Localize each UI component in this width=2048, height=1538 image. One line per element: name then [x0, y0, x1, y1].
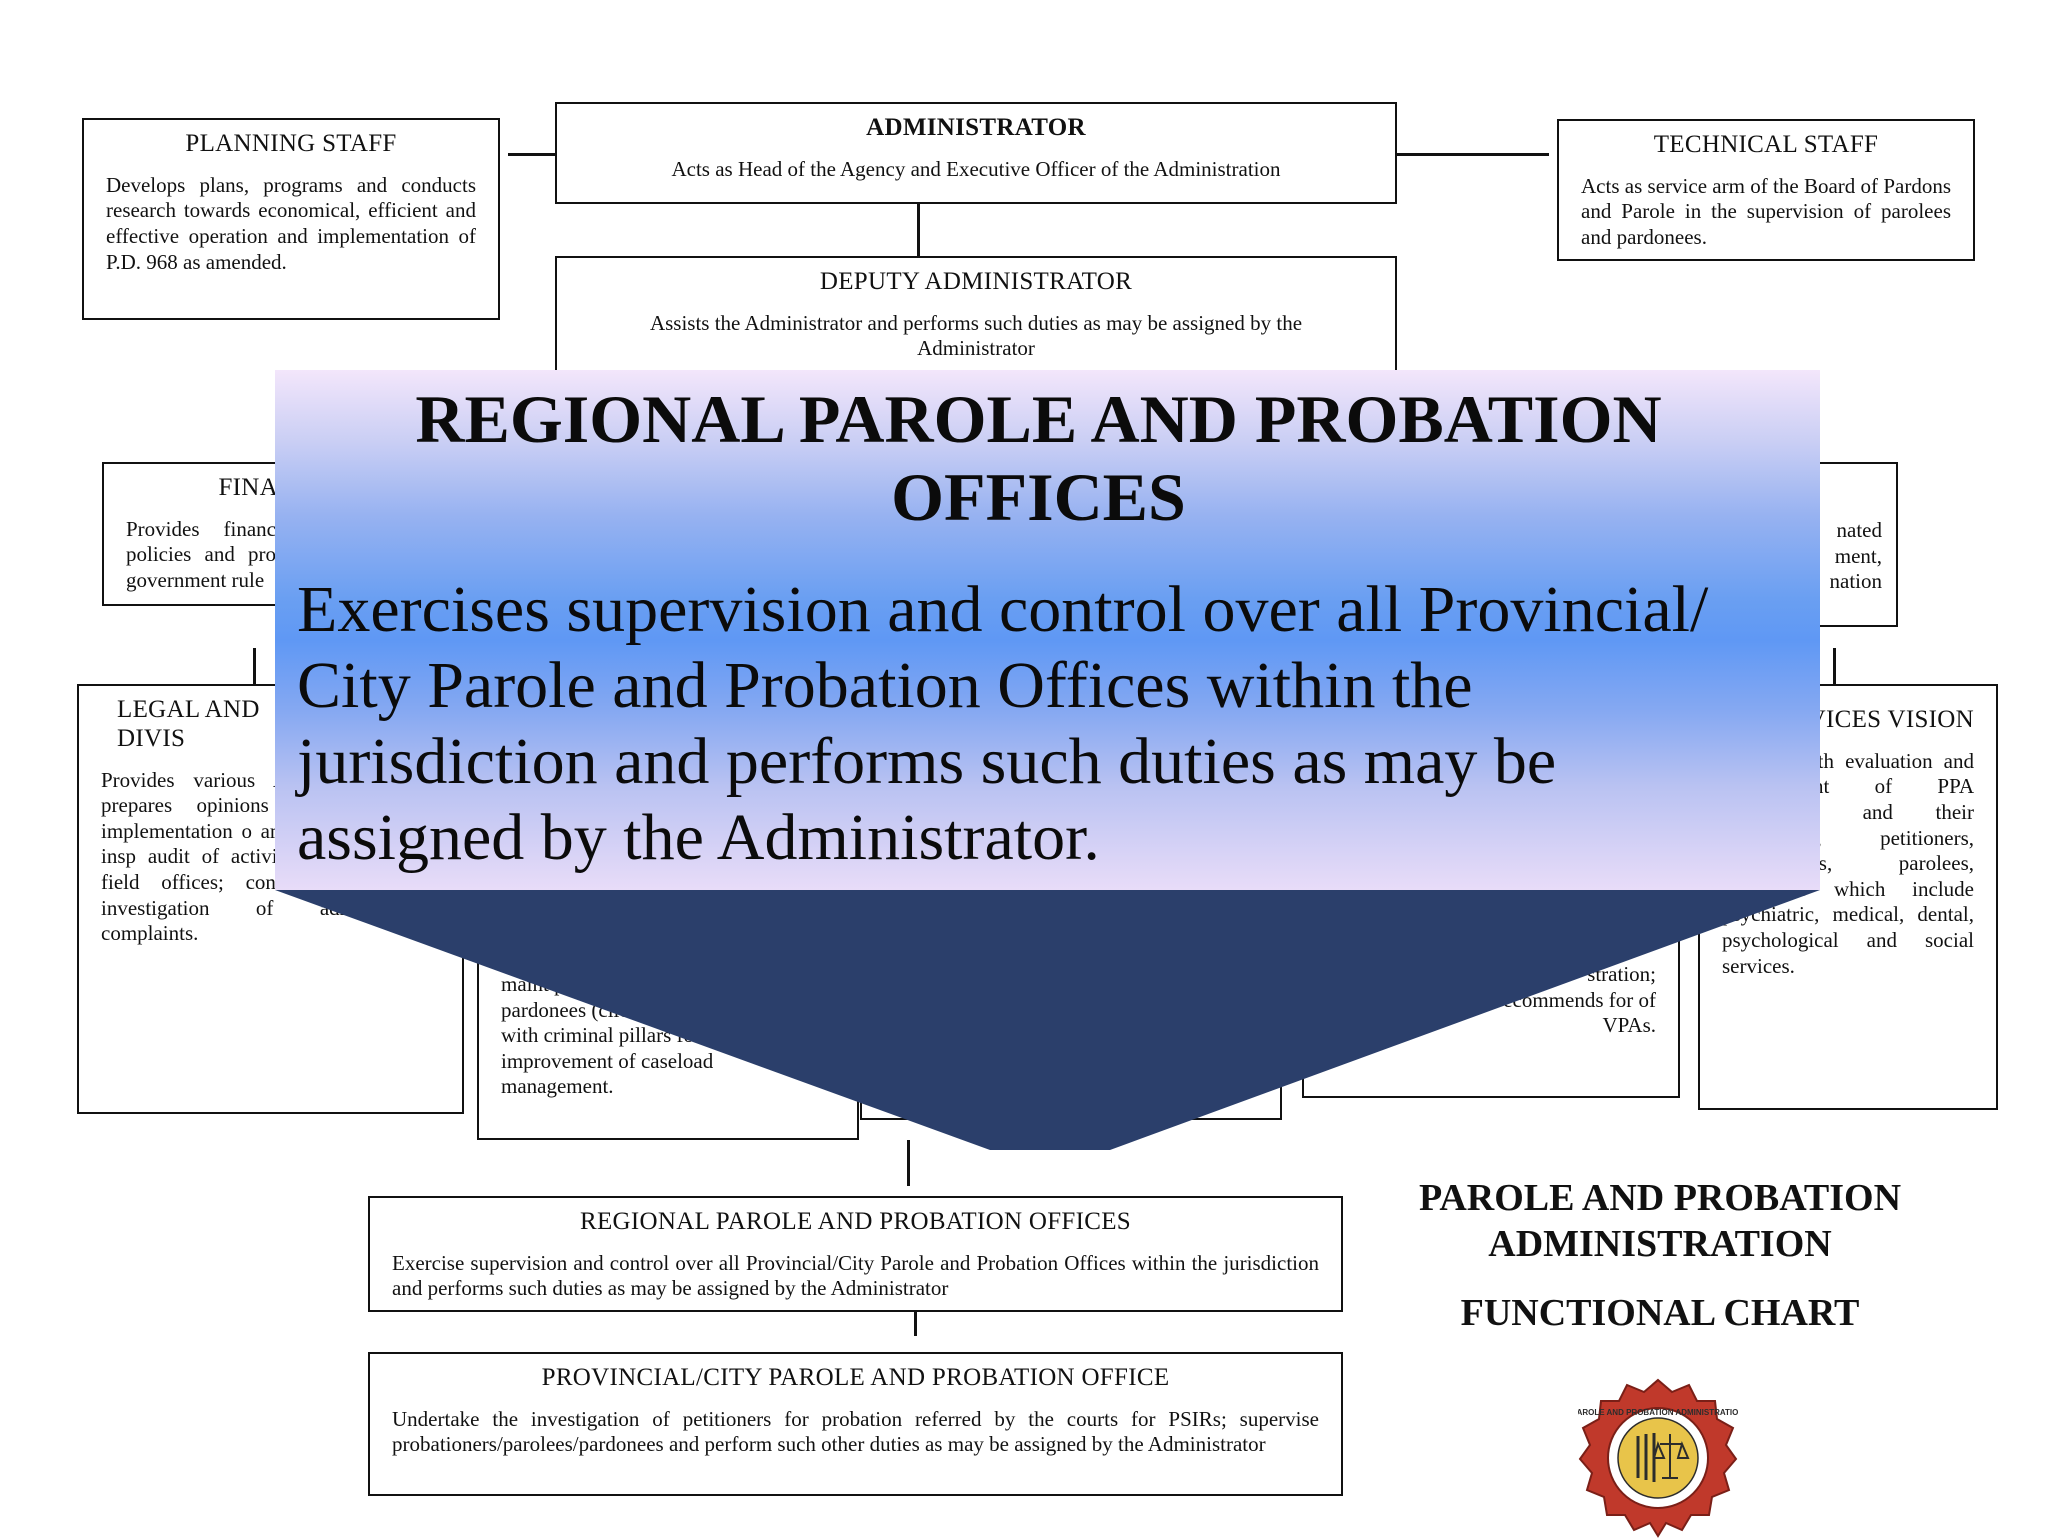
deputy-administrator-title: DEPUTY ADMINISTRATOR — [819, 268, 1133, 295]
connector-admin-technical — [1397, 153, 1549, 156]
technical-staff-title: TECHNICAL STAFF — [1653, 131, 1879, 158]
callout-arrow-icon — [275, 890, 1820, 1150]
administrator-title: ADMINISTRATOR — [866, 114, 1086, 141]
callout-arrow-shape — [275, 890, 1820, 1150]
seal-ring-text: PAROLE AND PROBATION ADMINISTRATION — [1578, 1408, 1738, 1417]
regional-offices-box: REGIONAL PAROLE AND PROBATION OFFICES Ex… — [368, 1196, 1343, 1312]
chart-title: PAROLE AND PROBATION ADMINISTRATION — [1418, 1177, 1902, 1265]
planning-staff-title: PLANNING STAFF — [185, 130, 397, 157]
connector-left-branch — [253, 648, 256, 684]
administrator-box: ADMINISTRATOR Acts as Head of the Agency… — [555, 102, 1397, 204]
callout-description: Exercises supervision and control over a… — [297, 573, 1709, 874]
planning-staff-desc: Develops plans, programs and conducts re… — [106, 172, 476, 274]
connector-admin-deputy — [917, 204, 920, 256]
regional-offices-callout-panel: REGIONAL PAROLE AND PROBATION OFFICES Ex… — [275, 370, 1820, 890]
connector-right-branch — [1833, 648, 1836, 684]
technical-staff-box: TECHNICAL STAFF Acts as service arm of t… — [1557, 119, 1975, 261]
right-upper-division-desc: nated ment, nation — [1829, 518, 1883, 594]
technical-staff-desc: Acts as service arm of the Board of Pard… — [1581, 173, 1951, 249]
legal-division-title: LEGAL AND DIVIS — [117, 696, 260, 752]
deputy-administrator-box: DEPUTY ADMINISTRATOR Assists the Adminis… — [555, 256, 1397, 384]
finance-division-box: FINA Provides financ policies and pro go… — [102, 462, 302, 606]
chart-subtitle: FUNCTIONAL CHART — [1460, 1292, 1860, 1334]
finance-division-desc: Provides financ policies and pro governm… — [126, 516, 276, 592]
provincial-office-title: PROVINCIAL/CITY PAROLE AND PROBATION OFF… — [541, 1364, 1170, 1391]
seal-scales — [1652, 1434, 1690, 1479]
provincial-office-box: PROVINCIAL/CITY PAROLE AND PROBATION OFF… — [368, 1352, 1343, 1496]
callout-title: REGIONAL PAROLE AND PROBATION OFFICES — [415, 381, 1662, 535]
regional-offices-desc: Exercise supervision and control over al… — [392, 1250, 1319, 1301]
planning-staff-box: PLANNING STAFF Develops plans, programs … — [82, 118, 500, 320]
services-division-desc: the ion with evaluation and management o… — [1722, 748, 1974, 978]
ppa-seal-icon: PAROLE AND PROBATION ADMINISTRATION — [1578, 1378, 1738, 1538]
finance-division-title: FINA — [218, 474, 278, 501]
connector-regional-provincial — [914, 1296, 917, 1336]
connector-planning-admin — [508, 153, 558, 156]
connector-to-regional — [907, 1140, 910, 1186]
provincial-office-desc: Undertake the investigation of petitione… — [392, 1406, 1319, 1457]
deputy-administrator-desc: Assists the Administrator and performs s… — [649, 310, 1303, 361]
administrator-desc: Acts as Head of the Agency and Executive… — [671, 156, 1281, 181]
regional-offices-title: REGIONAL PAROLE AND PROBATION OFFICES — [580, 1208, 1131, 1235]
